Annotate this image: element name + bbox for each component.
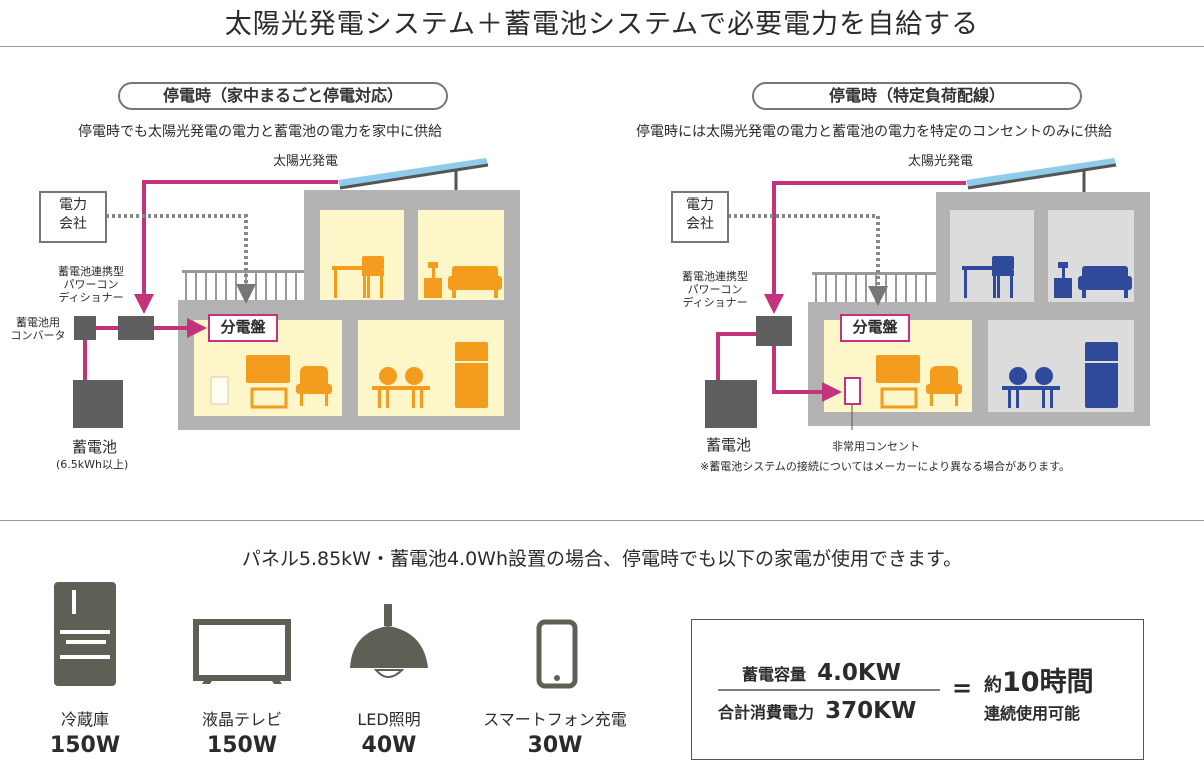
appliance-name-led: LED照明: [357, 710, 421, 729]
left-power-company: 電力会社: [59, 197, 87, 232]
capacity-row: 蓄電容量 4.0KW: [742, 660, 901, 686]
left-converter-label: 蓄電池用コンバータ: [10, 316, 66, 342]
emergency-outlet-label: 非常用コンセント: [832, 440, 920, 453]
tv-icon: [193, 619, 291, 684]
appliance-heading: パネル5.85kW・蓄電池4.0Wh設置の場合、停電時でも以下の家電が使用できま…: [241, 548, 963, 570]
right-description: 停電時には太陽光発電の電力と蓄電池の電力を特定のコンセントのみに供給: [636, 124, 1112, 140]
consumption-row: 合計消費電力 370KW: [718, 698, 916, 724]
smartphone-icon: [536, 619, 578, 689]
left-description: 停電時でも太陽光発電の電力と蓄電池の電力を家中に供給: [78, 124, 442, 140]
left-house: [39, 158, 520, 430]
result-value: 10時間: [1002, 667, 1094, 698]
right-distribution-panel: 分電盤: [840, 314, 910, 342]
capacity-label: 蓄電容量: [742, 665, 807, 684]
left-conditioner-label: 蓄電池連携型パワーコンディショナー: [58, 265, 124, 304]
appliance-name-refrigerator: 冷蔵庫: [60, 710, 109, 729]
appliance-watt-refrigerator: 150W: [49, 733, 121, 758]
title-divider: [0, 46, 1204, 47]
consumption-label: 合計消費電力: [718, 703, 815, 722]
lamp-icon: [350, 604, 428, 678]
appliance-watt-smartphone: 30W: [527, 733, 583, 758]
appliance-watt-tv: 150W: [206, 733, 278, 758]
equals-sign: =: [952, 674, 973, 702]
refrigerator-icon: [54, 582, 116, 686]
appliance-name-smartphone: スマートフォン充電: [483, 710, 627, 729]
result-row: 約10時間: [984, 660, 1094, 699]
right-heading-pill: 停電時（特定負荷配線）: [752, 82, 1082, 110]
appliance-watt-led: 40W: [361, 733, 417, 758]
left-heading-pill: 停電時（家中まるごと停電対応）: [118, 82, 448, 110]
appliance-name-tv: 液晶テレビ: [201, 710, 282, 729]
right-conditioner-label: 蓄電池連携型パワーコンディショナー: [682, 270, 748, 309]
section-divider: [0, 520, 1204, 521]
left-battery-note: (6.5kWh以上): [56, 458, 129, 471]
right-note: ※蓄電池システムの接続についてはメーカーにより異なる場合があります。: [700, 460, 1071, 473]
right-solar-label: 太陽光発電: [908, 154, 974, 169]
left-distribution-panel: 分電盤: [208, 314, 278, 342]
left-battery-label: 蓄電池: [72, 438, 118, 456]
capacity-value: 4.0KW: [817, 660, 902, 686]
consumption-value: 370KW: [825, 698, 917, 724]
result-prefix: 約: [984, 675, 1002, 696]
calculation-box: [691, 619, 1144, 760]
right-power-company: 電力会社: [686, 197, 714, 232]
left-solar-label: 太陽光発電: [273, 154, 339, 169]
page-title: 太陽光発電システム＋蓄電池システムで必要電力を自給する: [224, 9, 980, 40]
right-battery-label: 蓄電池: [706, 436, 752, 454]
result-sub: 連続使用可能: [984, 704, 1081, 723]
